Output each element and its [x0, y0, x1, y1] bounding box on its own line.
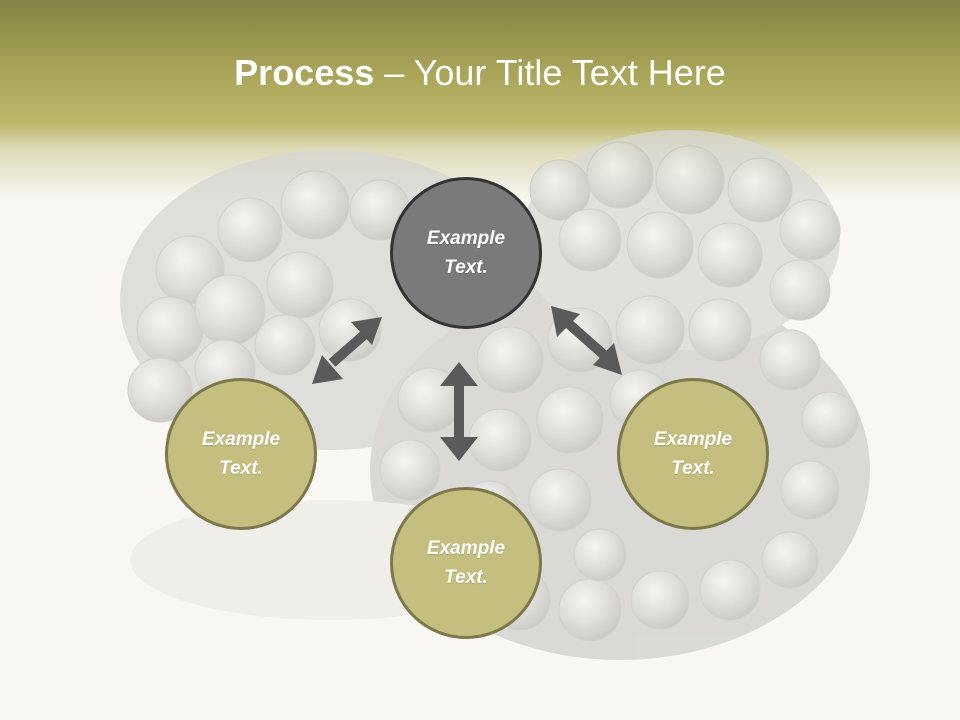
- node-right: Example Text.: [617, 378, 769, 530]
- node-right-text: Example Text.: [653, 429, 733, 479]
- node-left: Example Text.: [165, 378, 317, 530]
- node-top-text: Example Text.: [426, 228, 506, 278]
- node-left-text: Example Text.: [201, 429, 281, 479]
- node-top: Example Text.: [390, 177, 542, 329]
- title-banner: [0, 0, 960, 200]
- title-rest: – Your Title Text Here: [374, 52, 726, 93]
- node-bottom-text: Example Text.: [426, 538, 506, 588]
- title-bold: Process: [234, 52, 375, 93]
- slide-title: Process – Your Title Text Here: [0, 52, 960, 94]
- node-bottom: Example Text.: [390, 487, 542, 639]
